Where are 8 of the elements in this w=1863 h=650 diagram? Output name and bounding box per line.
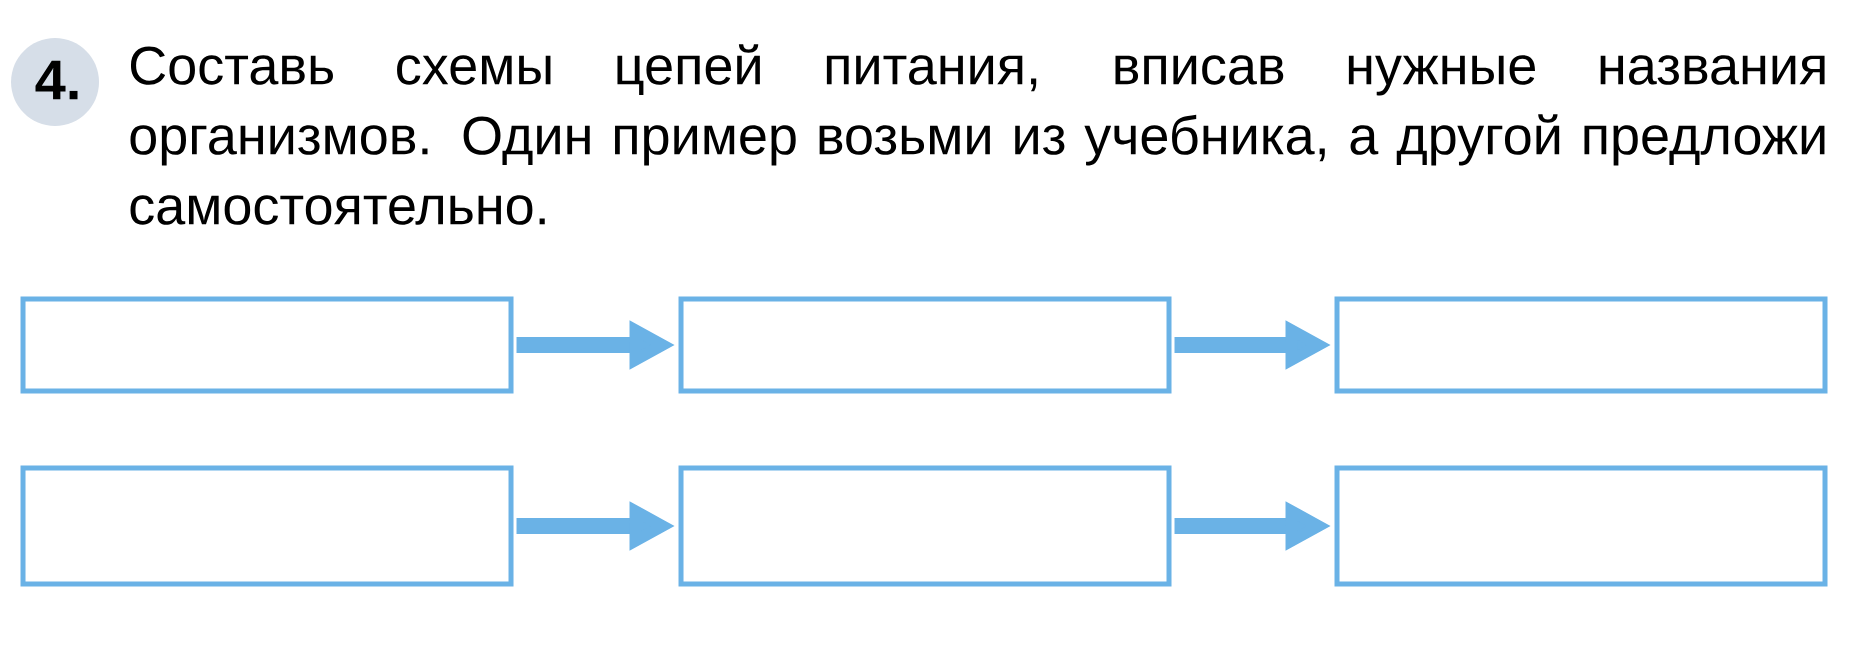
empty-box (678, 465, 1172, 587)
empty-box (1334, 296, 1828, 394)
empty-box (20, 296, 514, 394)
empty-box (678, 296, 1172, 394)
empty-box (20, 465, 514, 587)
empty-box (1334, 465, 1828, 587)
task-text: Составь схемы цепей питания, вписав нужные названия организмов. Один пример возьми из учебника, а другой предложи самостоятельно. (130, 44, 1825, 225)
task-number: 4. (35, 60, 78, 100)
